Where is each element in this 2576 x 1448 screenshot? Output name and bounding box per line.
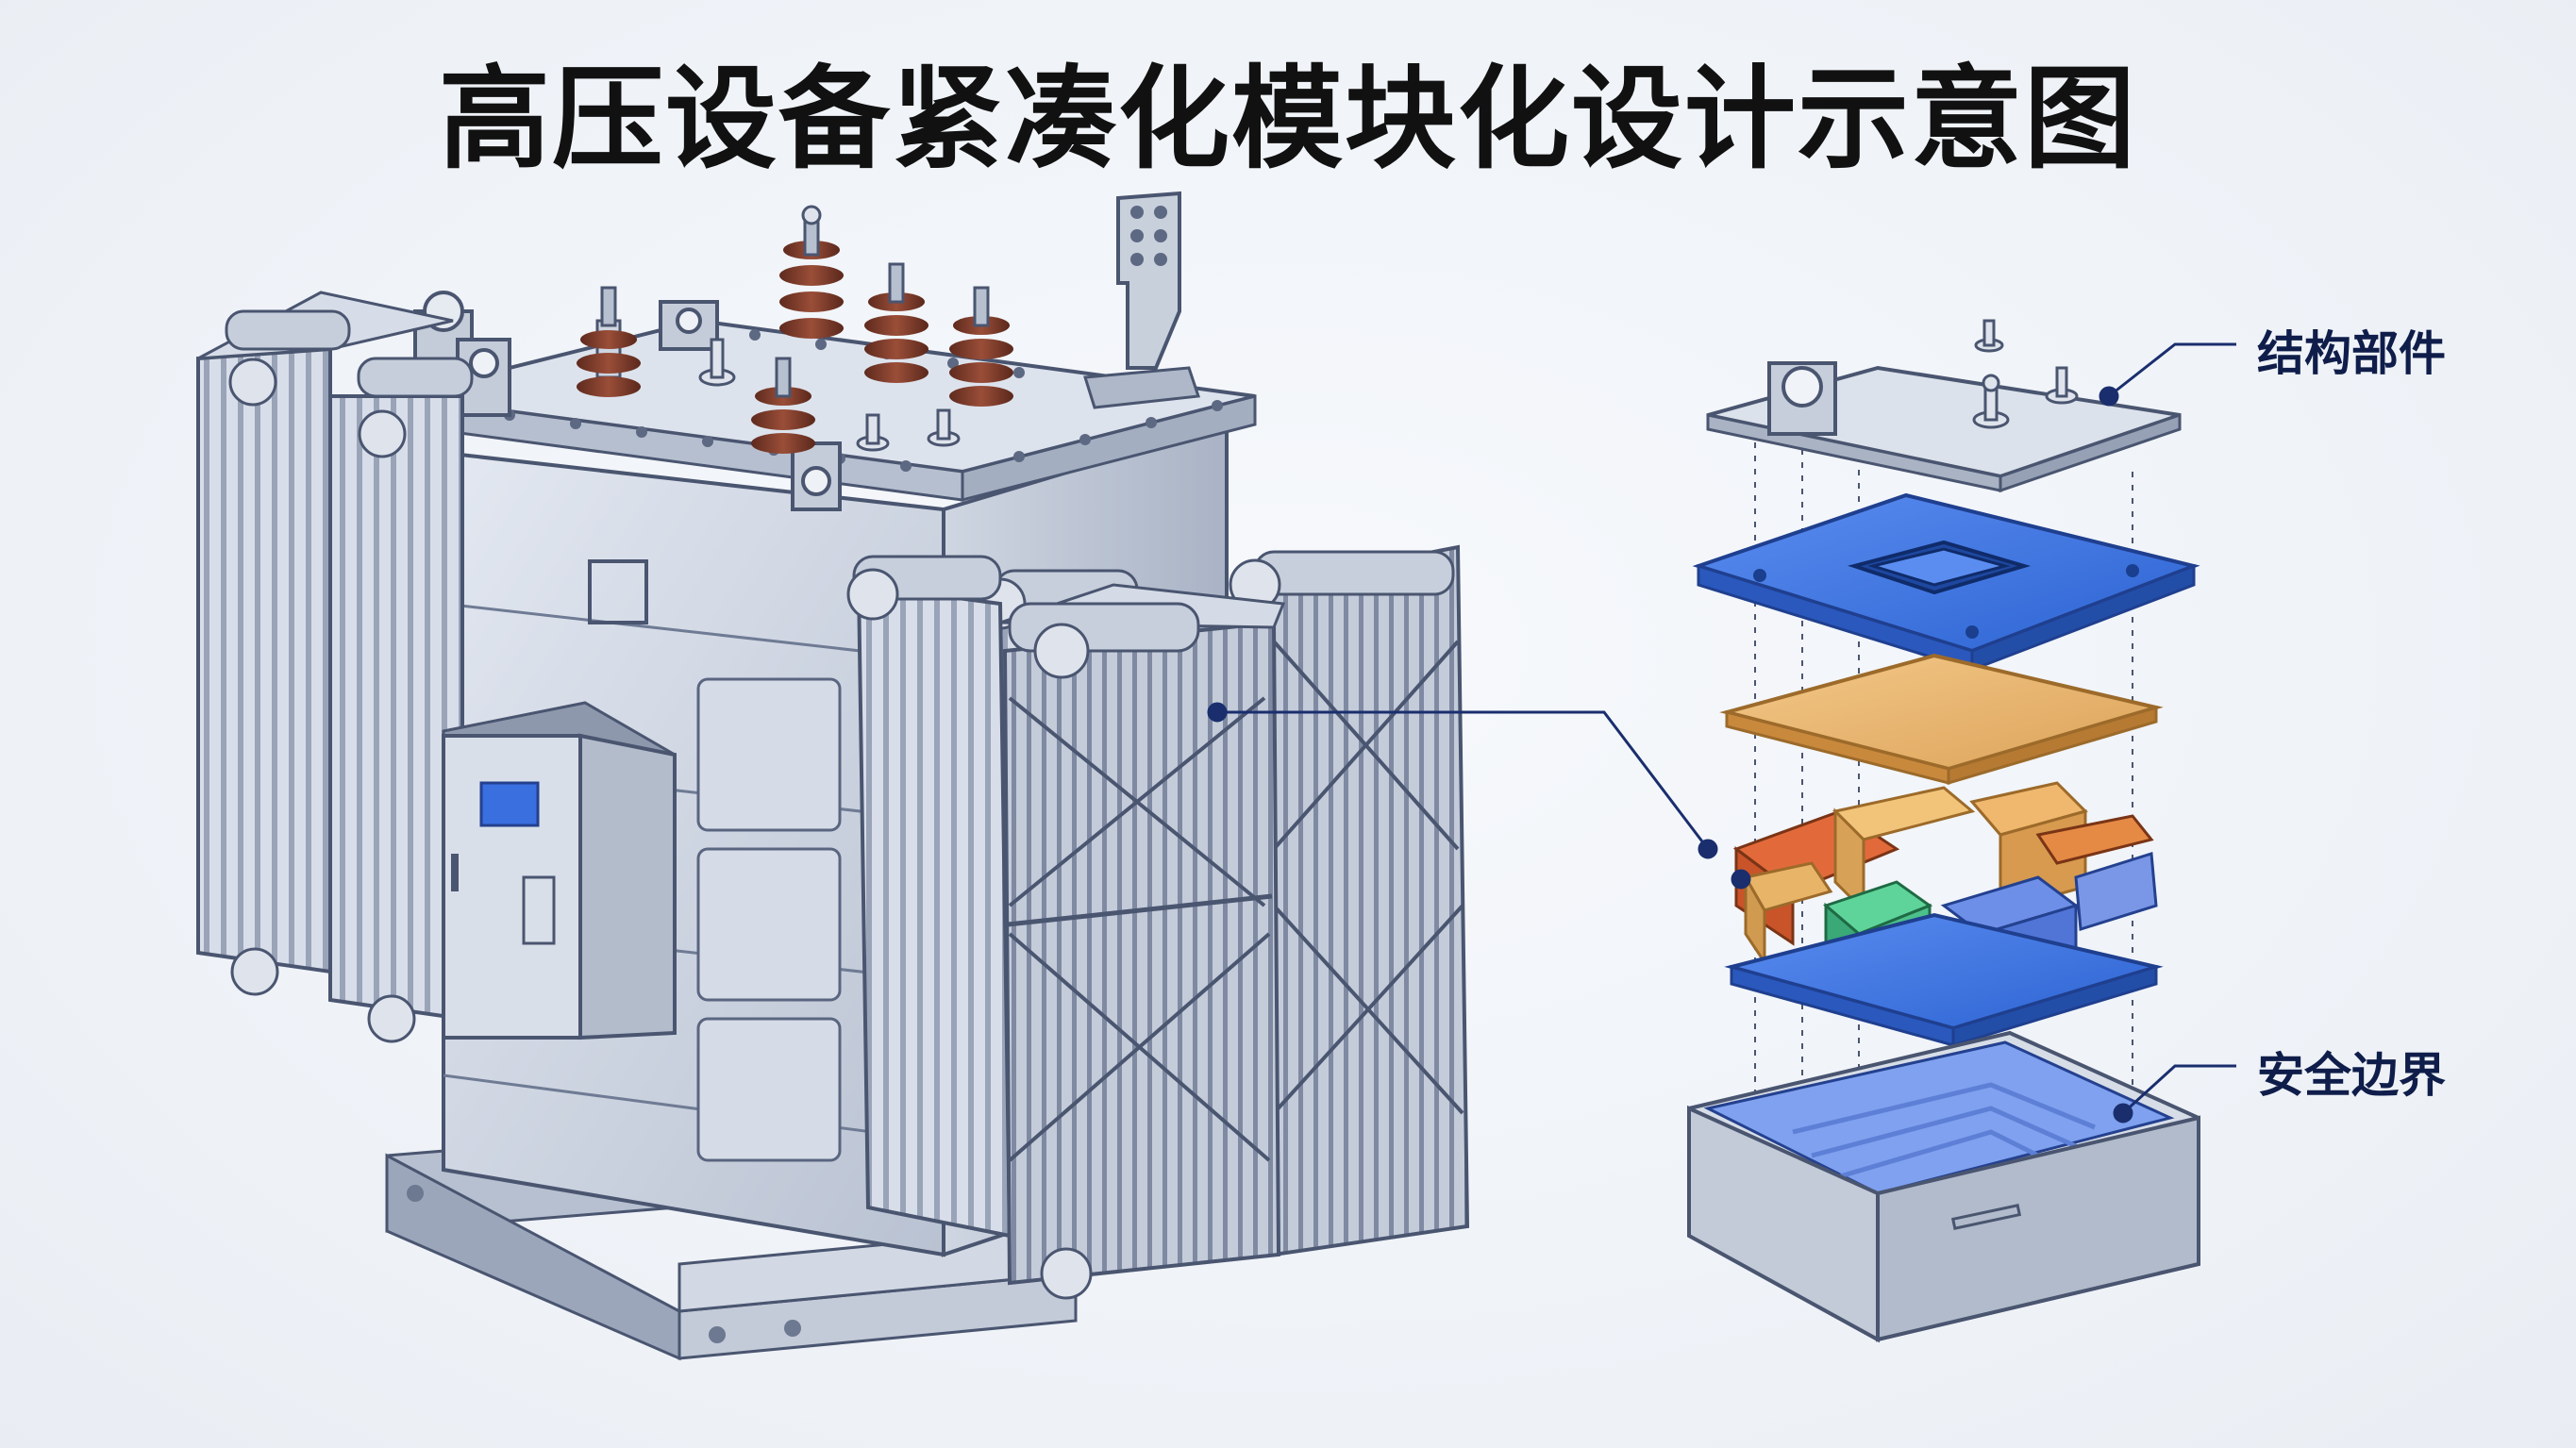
bushing	[864, 262, 928, 383]
radiator-left	[196, 291, 474, 1043]
base-plate	[1724, 912, 2164, 1048]
label-structural-components: 结构部件	[2257, 326, 2446, 381]
bushing	[577, 286, 641, 397]
transformer-illustration	[196, 191, 1470, 1361]
hv-bushings	[577, 205, 1013, 454]
lv-bushings	[698, 338, 961, 452]
bushing	[751, 357, 815, 454]
diagram-title: 高压设备紧凑化模块化设计示意图	[438, 54, 2137, 184]
label-safety-boundary: 安全边界	[2257, 1048, 2446, 1103]
radiator-right	[846, 544, 1470, 1300]
mounting-frame	[1692, 492, 2200, 673]
callout-leaders	[1207, 342, 2236, 1123]
exploded-module	[1207, 319, 2236, 1343]
enclosure-tray	[1687, 1030, 2200, 1343]
bushing	[779, 205, 844, 339]
insulation-plate	[1719, 653, 2164, 786]
structural-plate	[1706, 319, 2182, 493]
lv-busbar-terminal	[1083, 191, 1201, 409]
control-cabinet	[442, 701, 677, 1040]
bushing	[949, 286, 1013, 407]
